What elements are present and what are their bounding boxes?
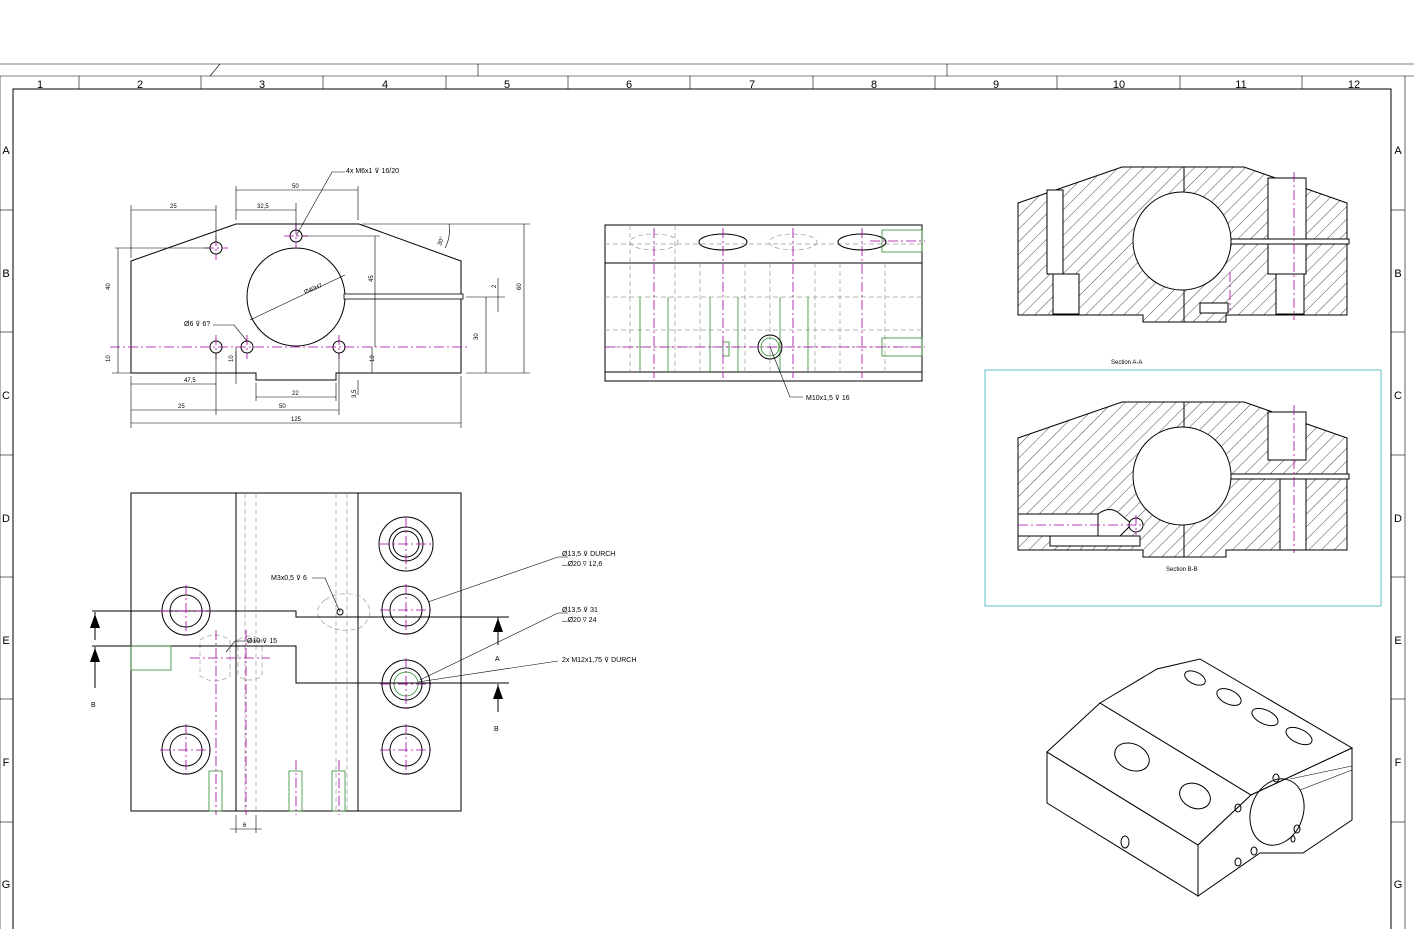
grid-row-a-right: A: [1394, 145, 1402, 157]
side-view[interactable]: M10x1,5 ⊽ 16: [604, 224, 925, 402]
grid-col-7: 7: [749, 79, 755, 91]
note-4x-m6: 4x M6x1 ⊽ 16/20: [346, 167, 399, 175]
front-view[interactable]: 25 32,5 50 40 45 60 2 30 10 10 10 3,5 47…: [106, 167, 530, 428]
grid-row-f-left: F: [3, 757, 10, 769]
grid-row-e-right: E: [1394, 635, 1401, 647]
grid-row-c-left: C: [2, 390, 10, 402]
note-m10: M10x1,5 ⊽ 16: [806, 394, 850, 402]
note-d10: Ø10 ⊽ 15: [247, 637, 277, 645]
top-centerlines: [160, 518, 432, 815]
side-view-outline: [604, 224, 923, 382]
section-b-bore: [1132, 426, 1232, 526]
side-hidden-lines: [605, 225, 922, 372]
top-leaders: [225, 556, 568, 833]
dim-50-top: 50: [292, 184, 299, 190]
grid-col-12: 12: [1348, 79, 1360, 91]
iso-bore: [1249, 778, 1305, 846]
dim-45: 45: [369, 275, 375, 282]
side-port: [130, 645, 172, 671]
dim-22: 22: [292, 391, 299, 397]
front-dimension-lines: [112, 171, 530, 428]
dim-60: 60: [517, 283, 523, 290]
grid-col-2: 2: [137, 79, 143, 91]
main-bore: [246, 247, 346, 347]
dim-30: 30: [474, 333, 480, 340]
dim-10-mid: 10: [229, 355, 235, 362]
grid-col-9: 9: [993, 79, 999, 91]
grid-row-d-left: D: [2, 513, 10, 525]
top-view[interactable]: M3x0,5 ⊽ 6 Ø10 ⊽ 15 Ø13,5 ⊽ DURCH ⌴Ø20 ⊽…: [90, 492, 636, 833]
grid-row-a-left: A: [2, 145, 10, 157]
dim-10-right: 10: [370, 355, 376, 362]
grid-col-8: 8: [871, 79, 877, 91]
dim-40: 40: [106, 283, 112, 290]
front-view-outline: [130, 223, 462, 381]
note-cb2-b: ⌴Ø20 ⊽ 24: [562, 617, 597, 624]
section-b-label: Section B-B: [1166, 567, 1198, 573]
dim-32-5: 32,5: [257, 204, 269, 210]
iso-top-right-face: [1099, 658, 1354, 796]
grid-col-6: 6: [626, 79, 632, 91]
note-m12: 2x M12x1,75 ⊽ DURCH: [562, 656, 636, 664]
grid-row-c-right: C: [1394, 390, 1402, 402]
top-hidden-lines: [199, 493, 371, 811]
dim-125: 125: [291, 417, 302, 423]
isometric-view[interactable]: [1046, 658, 1354, 897]
section-line-b: [92, 645, 509, 684]
dim-25-top: 25: [170, 204, 177, 210]
grid-row-labels: A B C D E F G A B C D E F G: [2, 145, 1403, 891]
grid-ticks: [0, 76, 1405, 823]
dim-47-5: 47,5: [184, 378, 196, 384]
grid-row-g-right: G: [1394, 879, 1403, 891]
grid-col-4: 4: [382, 79, 388, 91]
grid-row-b-left: B: [2, 268, 9, 280]
grid-col-10: 10: [1113, 79, 1125, 91]
side-centerlines: [605, 228, 925, 378]
section-a-label: Section A-A: [1111, 360, 1142, 366]
section-mark-a-left: A: [92, 655, 97, 662]
section-a-bore: [1132, 191, 1232, 291]
dim-50-bot: 50: [279, 404, 286, 410]
dim-10-left: 10: [106, 355, 112, 362]
note-cb1-b: ⌴Ø20 ⊽ 12,6: [562, 561, 602, 568]
section-line-a: [92, 610, 509, 618]
grid-col-3: 3: [259, 79, 265, 91]
grid-row-f-right: F: [1395, 757, 1402, 769]
grid-col-11: 11: [1235, 79, 1246, 91]
dim-angle: 30°: [437, 236, 446, 247]
grid-row-d-right: D: [1394, 513, 1402, 525]
section-mark-a-right: A: [495, 656, 500, 663]
dim-bore: Ø40H7: [304, 283, 324, 296]
dim-2: 2: [492, 284, 498, 288]
dim-25-bot: 25: [178, 404, 185, 410]
selection-box: [984, 369, 1382, 607]
section-arrows: [90, 612, 503, 712]
dim-6: 6: [243, 823, 247, 829]
note-m3: M3x0,5 ⊽ 6: [271, 574, 307, 582]
section-b-view[interactable]: Section B-B: [984, 369, 1382, 607]
note-cb1-a: Ø13,5 ⊽ DURCH: [562, 550, 615, 558]
top-threads: [208, 770, 346, 812]
sheet-frame: 1 2 3 4 5 6 7 8 9 10 11 12 A B C D E F G…: [0, 63, 1414, 929]
clamp-slot: [343, 293, 464, 300]
section-a-view[interactable]: Section A-A: [1017, 166, 1350, 366]
dim-3-5: 3,5: [352, 389, 358, 398]
grid-row-b-right: B: [1394, 268, 1401, 280]
section-mark-b-left: B: [91, 702, 96, 709]
grid-col-5: 5: [504, 79, 510, 91]
note-pin-hole: Ø6 ⊽ 6?: [184, 320, 210, 328]
note-cb2-a: Ø13,5 ⊽ 31: [562, 606, 598, 614]
section-mark-b-right: B: [494, 726, 499, 733]
grid-column-labels: 1 2 3 4 5 6 7 8 9 10 11 12: [37, 79, 1360, 91]
grid-row-e-left: E: [2, 635, 9, 647]
grid-row-g-left: G: [2, 879, 11, 891]
grid-col-1: 1: [37, 79, 43, 91]
